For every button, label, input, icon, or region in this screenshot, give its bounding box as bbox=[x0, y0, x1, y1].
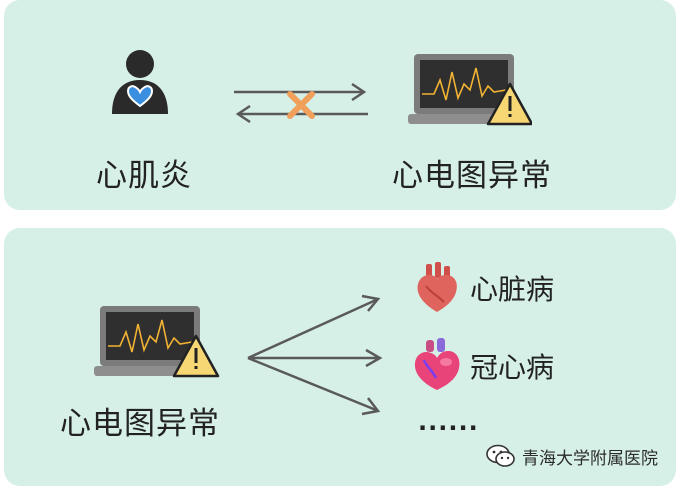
branch-label-1: 心脏病 bbox=[470, 273, 555, 306]
left-label: 心肌炎 bbox=[96, 158, 192, 194]
branching-arrows-icon bbox=[247, 294, 383, 416]
anatomical-heart-icon bbox=[417, 262, 457, 312]
source-label: 心电图异常 bbox=[60, 406, 220, 442]
crossed-bidirectional-arrows-icon bbox=[234, 82, 368, 124]
branch-label-2: 冠心病 bbox=[470, 351, 555, 384]
ecg-monitor-warning-icon bbox=[94, 306, 220, 378]
wechat-icon bbox=[486, 444, 515, 467]
person-heart-icon bbox=[112, 50, 168, 114]
right-label: 心电图异常 bbox=[392, 158, 552, 194]
more-ellipsis: ...... bbox=[418, 408, 479, 436]
heart-organ-icon bbox=[414, 338, 460, 390]
watermark-text: 青海大学附属医院 bbox=[522, 448, 658, 469]
ecg-monitor-warning-icon bbox=[408, 54, 532, 126]
watermark: 青海大学附属医院 bbox=[486, 442, 658, 470]
